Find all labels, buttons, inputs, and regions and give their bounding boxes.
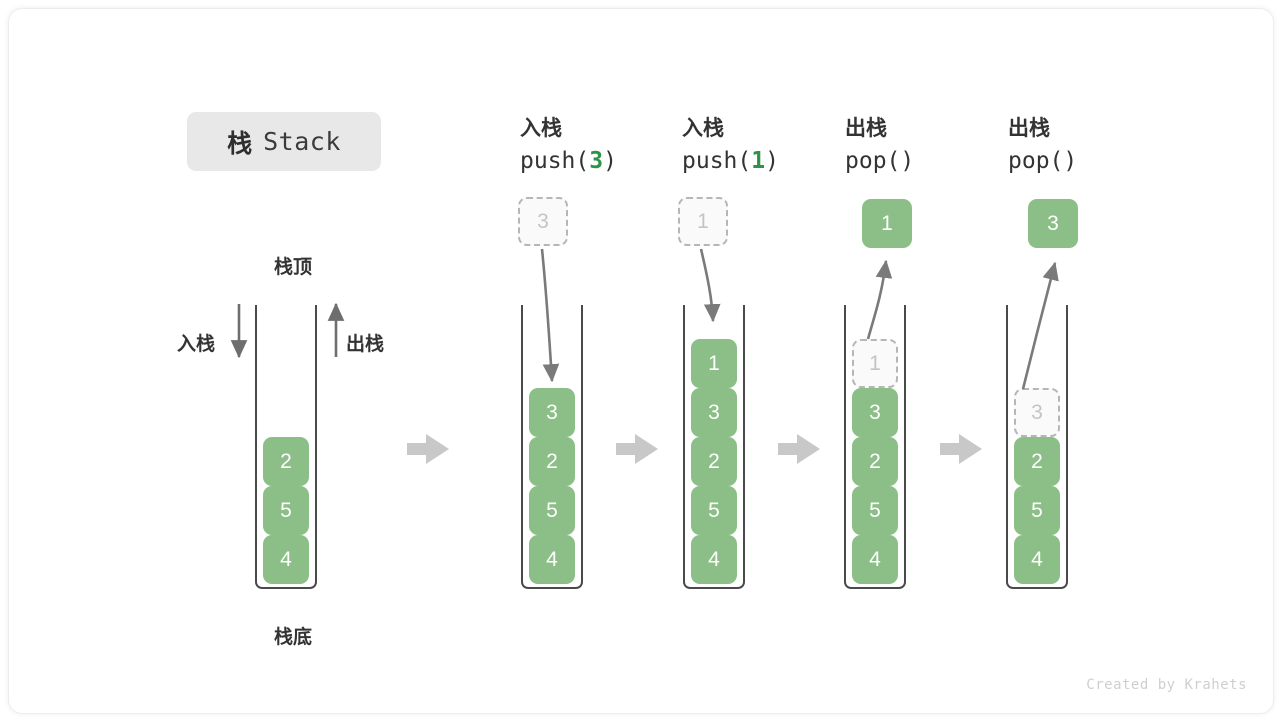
separator-arrow-0 xyxy=(407,434,449,464)
stack-cell: 4 xyxy=(529,535,575,584)
stack-cell: 2 xyxy=(263,437,309,486)
code-argument: 1 xyxy=(751,148,766,174)
stack-cell: 3 xyxy=(1014,388,1060,437)
step-header-2: 出栈 pop() xyxy=(845,114,1035,178)
label-stack-top: 栈顶 xyxy=(273,257,312,278)
separator-arrow-3 xyxy=(940,434,982,464)
stack-cell: 2 xyxy=(1014,437,1060,486)
float-cell-push-3: 3 xyxy=(518,197,568,246)
separator-arrow-2 xyxy=(778,434,820,464)
title-en: Stack xyxy=(263,127,341,156)
float-cell-push-1: 1 xyxy=(678,197,728,246)
stack-cell: 4 xyxy=(263,535,309,584)
separator-arrow-1 xyxy=(616,434,658,464)
stack-cell: 3 xyxy=(691,388,737,437)
stack-cell: 4 xyxy=(852,535,898,584)
label-pop-direction: 出栈 xyxy=(346,334,385,355)
stack-cell: 5 xyxy=(263,486,309,535)
stack-cell: 4 xyxy=(1014,535,1060,584)
step-header-0: 入栈 push(3) xyxy=(520,114,710,178)
stack-cell: 3 xyxy=(852,388,898,437)
step-code-3: pop() xyxy=(1008,148,1078,174)
footer-credit: Created by Krahets xyxy=(1086,677,1247,693)
step-title-1: 入栈 xyxy=(682,117,724,140)
stack-cell: 5 xyxy=(529,486,575,535)
stack-cell: 2 xyxy=(529,437,575,486)
step-header-3: 出栈 pop() xyxy=(1008,114,1198,178)
step-code-2: pop() xyxy=(845,148,915,174)
stack-cell: 5 xyxy=(691,486,737,535)
step-title-0: 入栈 xyxy=(520,117,562,140)
label-push-direction: 入栈 xyxy=(177,334,216,355)
stack-cell: 3 xyxy=(529,388,575,437)
float-cell-pop-3: 3 xyxy=(1028,199,1078,248)
step-code-1: push(1) xyxy=(682,148,779,174)
stack-cell: 4 xyxy=(691,535,737,584)
stack-cell: 5 xyxy=(852,486,898,535)
label-stack-bottom: 栈底 xyxy=(273,627,312,648)
step-code-0: push(3) xyxy=(520,148,617,174)
stack-cell: 2 xyxy=(852,437,898,486)
float-cell-pop-1: 1 xyxy=(862,199,912,248)
stack-cell: 1 xyxy=(852,339,898,388)
stack-cell: 1 xyxy=(691,339,737,388)
title-badge: 栈 Stack xyxy=(187,112,381,171)
step-title-3: 出栈 xyxy=(1008,117,1050,140)
stack-cell: 5 xyxy=(1014,486,1060,535)
title-cn: 栈 xyxy=(227,129,253,158)
code-argument: 3 xyxy=(589,148,604,174)
step-title-2: 出栈 xyxy=(845,117,887,140)
step-header-1: 入栈 push(1) xyxy=(682,114,872,178)
stack-cell: 2 xyxy=(691,437,737,486)
